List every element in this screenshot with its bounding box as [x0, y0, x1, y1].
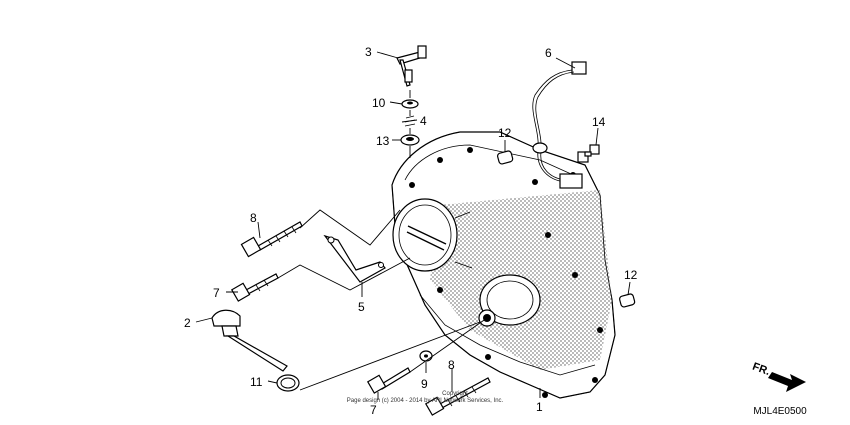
part-12-dowel-lower [619, 293, 636, 308]
callout-3: 3 [365, 45, 372, 59]
part-7-bolt-left [230, 273, 279, 302]
part-8-bolt-bottom [424, 377, 491, 416]
part-6-sensor-wire [532, 61, 589, 189]
part-8-bolt-upper [240, 221, 303, 258]
part-14-bolt [584, 144, 600, 157]
copyright-line-1: Copyright [442, 391, 468, 397]
callout-8-upper: 8 [250, 211, 257, 225]
callout-9: 9 [421, 377, 428, 391]
callout-labels: 3 10 4 13 6 12 14 12 8 7 5 2 11 7 9 8 1 [184, 45, 638, 417]
part-11-oring [276, 374, 300, 392]
diagram-code: MJL4E0500 [753, 406, 807, 417]
callout-12-lower: 12 [624, 268, 638, 282]
part-3-rod [396, 45, 427, 87]
part-9-washer [419, 350, 433, 362]
callout-11: 11 [250, 375, 263, 389]
callout-13: 13 [376, 134, 390, 148]
callout-7-left: 7 [213, 286, 220, 300]
part-2-dipstick [211, 309, 288, 372]
part-5-bracket [323, 234, 386, 283]
callout-6: 6 [545, 46, 552, 60]
callout-8-bottom: 8 [448, 358, 455, 372]
part-10-washer [401, 99, 419, 109]
part-7-bolt-bottom [366, 367, 411, 394]
part-13-seal [400, 134, 420, 146]
callout-10: 10 [372, 96, 386, 110]
leader-lines [195, 51, 631, 400]
callout-1: 1 [536, 400, 543, 414]
callout-4: 4 [420, 114, 427, 128]
copyright-line-2: Page design (c) 2004 - 2014 by ARI Netwo… [347, 398, 504, 404]
callout-5: 5 [358, 300, 365, 314]
part-12-dowel-upper [497, 150, 514, 165]
callout-12-upper: 12 [498, 126, 512, 140]
callout-14: 14 [592, 115, 606, 129]
front-arrow-icon [768, 372, 806, 392]
callout-7-bottom: 7 [370, 403, 377, 417]
clutch-cover [391, 131, 616, 399]
front-label: FR. [751, 361, 772, 378]
callout-2: 2 [184, 316, 191, 330]
front-direction-indicator: FR. [751, 361, 806, 392]
